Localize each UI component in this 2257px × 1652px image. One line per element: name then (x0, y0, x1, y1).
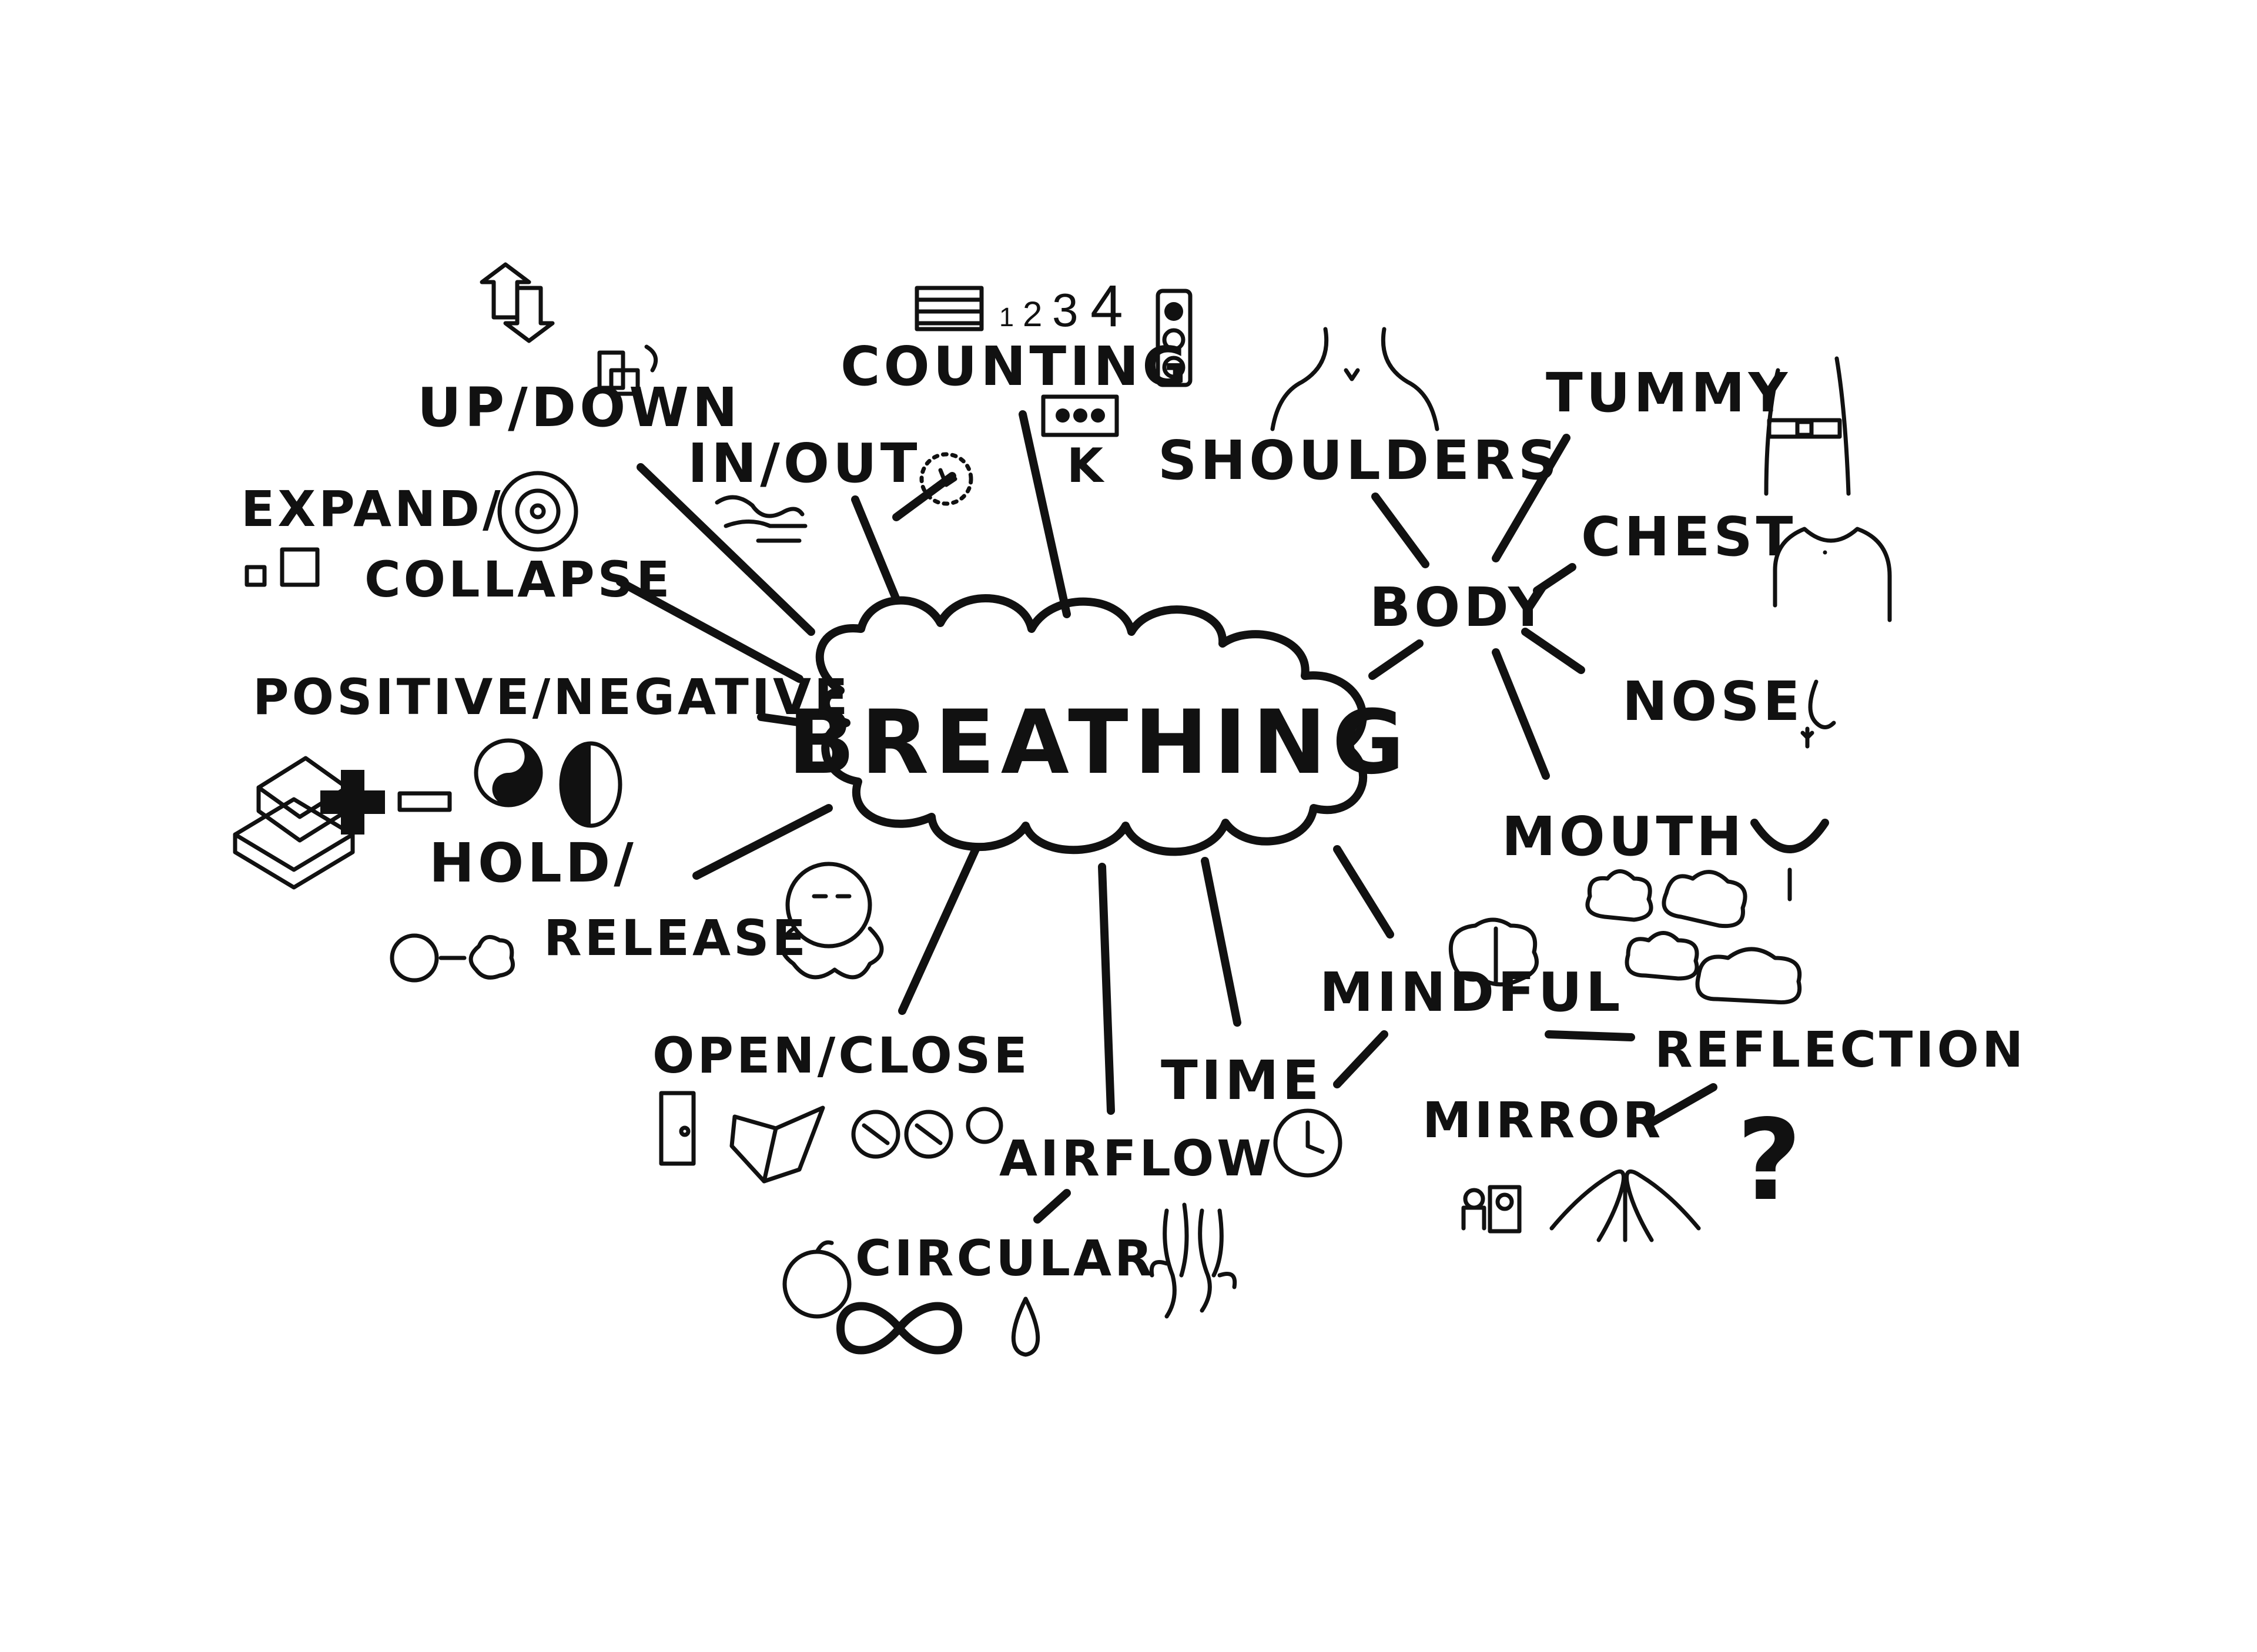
keypad-letter: K (1067, 438, 1105, 493)
line-airflow (1098, 863, 1115, 1115)
label-open-close: OPEN/CLOSE (652, 1027, 1030, 1084)
label-in-out: IN/OUT (688, 432, 921, 495)
line-time (1201, 857, 1241, 1027)
label-airflow: AIRFLOW (999, 1130, 1274, 1187)
label-nose: NOSE (1622, 670, 1803, 733)
door-icon (659, 1091, 696, 1166)
center-label: BREATHING (788, 692, 1410, 794)
line-up-down (637, 463, 815, 636)
label-expand: EXPAND/ (241, 480, 504, 538)
label-time: TIME (1161, 1049, 1322, 1112)
line-time-mindful (1333, 1030, 1388, 1088)
stacked-boxes-icon (233, 756, 355, 890)
line-mindful-reflection (1545, 1030, 1635, 1041)
label-counting: COUNTING (840, 335, 1190, 398)
line-body (1368, 639, 1424, 680)
drop-icon (1011, 1296, 1040, 1357)
line-pos-neg (757, 713, 806, 727)
plus-icon (320, 770, 385, 835)
label-reflection: REFLECTION (1655, 1021, 2026, 1078)
abacus-icon (915, 286, 984, 331)
yin-yang-icon (474, 738, 543, 807)
line-mindful (1333, 845, 1394, 939)
label-shoulders: SHOULDERS (1158, 429, 1561, 492)
squares-icon (245, 547, 320, 587)
smile-icon (1750, 819, 1829, 902)
line-tummy (1492, 434, 1570, 562)
label-collapse: COLLAPSE (364, 551, 673, 608)
people-icon (1461, 1185, 1522, 1234)
line-mouth (1492, 648, 1550, 780)
label-mirror: MIRROR (1422, 1091, 1663, 1149)
aperture-icon (851, 1107, 1003, 1159)
line-circular-airflow (1033, 1189, 1071, 1224)
line-mirror-reflection (1647, 1083, 1717, 1127)
hands-icon (1549, 1169, 1701, 1242)
counting-digit-4: 4 (1090, 273, 1123, 339)
counting-digit-2: 2 (1023, 294, 1042, 334)
minus-icon (397, 791, 452, 812)
counting-digit-3: 3 (1052, 284, 1079, 336)
line-counting-side (892, 472, 956, 521)
line-counting (1019, 410, 1071, 618)
nose-icon (1800, 679, 1836, 749)
keypad-icon: K (1041, 394, 1119, 493)
book-icon (729, 1105, 825, 1184)
label-mouth: MOUTH (1502, 805, 1745, 868)
label-chest: CHEST (1581, 505, 1796, 568)
counting-digits: 1 2 3 4 (999, 273, 1123, 339)
label-hold: HOLD/ (429, 832, 637, 894)
apple-icon (782, 1240, 852, 1319)
belt-torso-icon (1764, 356, 1851, 496)
neck-shoulders-icon (1270, 327, 1439, 431)
line-open-close (898, 845, 980, 1015)
clouds-icon (1585, 869, 1801, 1005)
face-mask-icon (559, 741, 622, 828)
label-circular: CIRCULAR (855, 1229, 1156, 1287)
blocks-icon (597, 344, 658, 396)
label-up-down: UP/DOWN (417, 376, 741, 439)
label-positive-negative: POSITIVE/NEGATIVE (253, 668, 850, 726)
circle-to-cloud-icon (390, 933, 515, 983)
center-node: BREATHING (788, 594, 1410, 856)
airflow-swirls-icon (1149, 1202, 1237, 1319)
label-body: BODY (1369, 576, 1551, 639)
label-tummy: TUMMY (1546, 361, 1791, 424)
line-shoulders (1371, 492, 1429, 568)
line-in-out (851, 495, 900, 604)
lungs-icon (715, 495, 808, 543)
line-hold (692, 804, 833, 880)
clock-dial-icon (919, 452, 973, 506)
face-cloud-icon (779, 862, 884, 980)
brain-icon (1448, 917, 1539, 987)
up-down-arrows-icon (480, 262, 555, 343)
chest-torso-icon (1773, 527, 1892, 622)
center-cloud (815, 594, 1367, 856)
infinity-icon (836, 1302, 962, 1355)
label-mindful: MINDFUL (1320, 961, 1623, 1024)
question-mark-icon: ? (1737, 1095, 1801, 1225)
traffic-light-icon (1156, 289, 1193, 387)
line-chest (1533, 563, 1576, 595)
label-release: RELEASE (544, 909, 809, 967)
connector-lines (616, 410, 1717, 1224)
line-nose (1521, 628, 1585, 674)
line-collapse (616, 578, 803, 683)
counting-digit-1: 1 (999, 302, 1014, 332)
target-circle-icon (497, 471, 578, 552)
clock-icon (1273, 1108, 1342, 1178)
labels: COUNTING IN/OUT UP/DOWN EXPAND/ COLLAPSE… (241, 335, 2026, 1287)
